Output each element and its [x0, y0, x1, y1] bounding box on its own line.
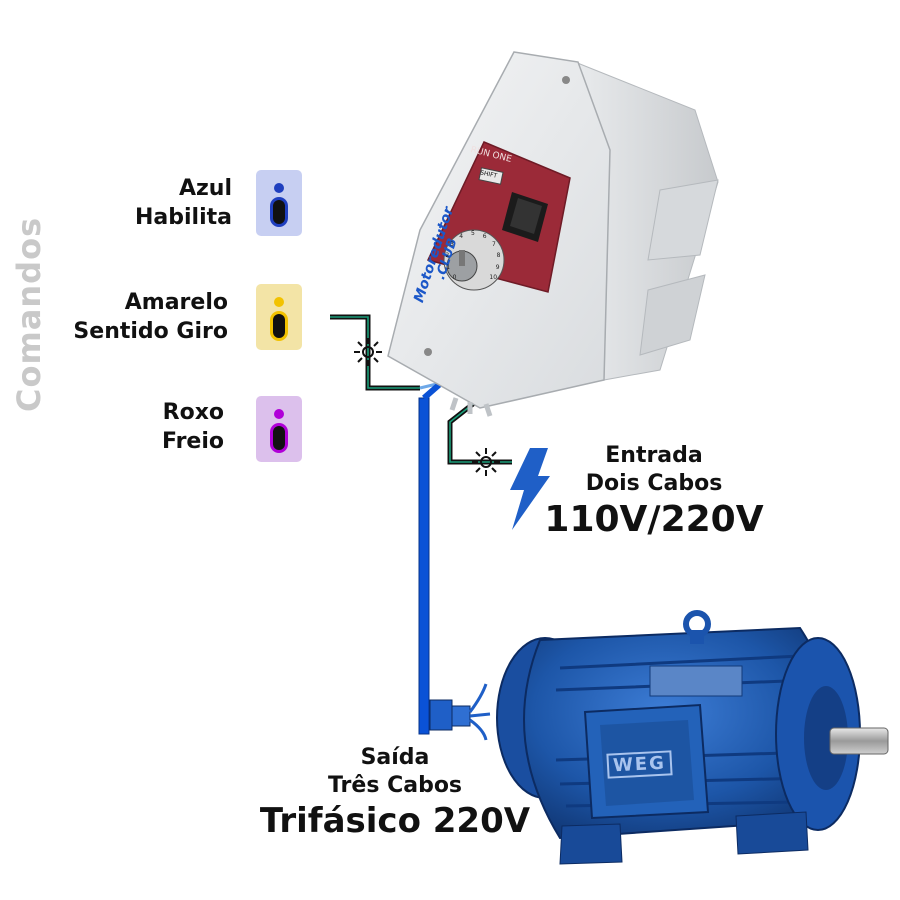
lightning-bolt-icon	[510, 448, 550, 530]
command-purple-function: Freio	[161, 429, 224, 454]
input-cable	[447, 398, 512, 465]
dial-mark: 9	[495, 264, 500, 272]
spark-icon	[472, 448, 500, 476]
command-yellow-label: Amarelo Sentido Giro	[73, 288, 228, 346]
dial-mark: 6	[482, 232, 487, 240]
command-purple-label: Roxo Freio	[162, 398, 224, 456]
dial-mark: 3	[449, 240, 454, 248]
purple-switch-icon	[256, 396, 302, 462]
dial-mark: 0	[452, 274, 457, 282]
command-purple-name: Roxo	[162, 400, 224, 425]
command-blue-label: Azul Habilita	[135, 174, 232, 232]
dial-mark: 4	[459, 232, 464, 240]
input-label: Entrada Dois Cabos 110V/220V	[540, 442, 768, 542]
output-label: Saída Três Cabos Trifásico 220V	[240, 744, 550, 842]
input-cables: Dois Cabos	[585, 471, 723, 496]
output-voltage: Trifásico 220V	[259, 801, 531, 841]
output-title: Saída	[360, 745, 430, 770]
dial-mark: 10	[489, 274, 498, 282]
dial-mark: 5	[471, 230, 475, 237]
dial-mark: 1	[446, 264, 451, 272]
output-cable	[418, 381, 442, 735]
input-title: Entrada	[605, 443, 703, 468]
inverter-unit	[387, 51, 719, 417]
command-yellow-name: Amarelo	[124, 290, 228, 315]
output-cables: Três Cabos	[327, 773, 463, 798]
electric-motor	[429, 610, 889, 865]
input-voltage: 110V/220V	[544, 499, 764, 540]
motor-brand-logo: WEG	[606, 750, 673, 779]
spark-icon	[354, 338, 382, 366]
command-yellow-function: Sentido Giro	[73, 319, 228, 344]
dial-mark: 2	[445, 251, 450, 259]
dial-mark: 7	[492, 240, 496, 248]
blue-switch-icon	[256, 170, 302, 236]
command-blue-name: Azul	[178, 176, 232, 201]
dial-mark: 8	[496, 251, 501, 259]
command-blue-function: Habilita	[135, 205, 232, 230]
yellow-switch-icon	[256, 284, 302, 350]
